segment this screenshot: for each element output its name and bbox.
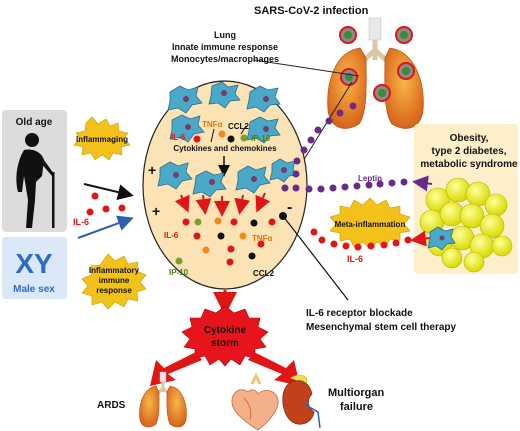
right-il6-label: IL-6 (347, 254, 363, 264)
plus-sign-1: + (148, 162, 156, 178)
left-il6-dots (86, 192, 126, 216)
right-il6-dots (310, 228, 412, 251)
lower-il6-label: IL-6 (164, 231, 179, 240)
multiorgan-line2: failure (340, 401, 373, 413)
zoom-line-bottom (299, 81, 353, 167)
plus-sign-2: + (152, 203, 160, 219)
tnfa-dot (218, 130, 226, 138)
inflammatory-line2: immune (99, 276, 130, 285)
minus-sign: - (287, 199, 292, 216)
xy-label: XY (15, 248, 53, 279)
male-sex-panel (2, 237, 67, 299)
center-line2: Innate immune response (172, 42, 278, 52)
left-il6-label: IL-6 (73, 217, 89, 227)
ards-lungs-illustration (139, 371, 187, 428)
male-sex-arrow (77, 215, 134, 239)
virus-particles (339, 26, 415, 102)
heart-illustration (231, 372, 279, 431)
il6-dot (193, 135, 201, 143)
cytokines-label: Cytokines and chemokines (173, 144, 277, 153)
ip10-dot (240, 134, 248, 142)
meta-inflammation-label: Meta-inflammation (335, 220, 406, 229)
leptin-label: Leptin (358, 174, 382, 183)
inflammatory-line1: Inflammatory (89, 266, 140, 275)
old-age-label: Old age (16, 117, 53, 128)
upper-il6-label: IL-6 (171, 133, 186, 142)
obesity-line2: type 2 diabetes, (431, 146, 506, 157)
ards-arrow (150, 352, 202, 386)
multiorgan-line1: Multiorgan (328, 387, 384, 399)
obesity-line1: Obesity, (450, 133, 489, 144)
adipose-tissue-cluster (419, 177, 513, 273)
storm-line1: Cytokine (204, 325, 247, 336)
therapy-line1: IL-6 receptor blockade (306, 308, 413, 319)
cell-nuclei-upper (183, 90, 269, 132)
inflammaging-burst (73, 116, 131, 161)
upper-arrow-1 (210, 128, 215, 143)
lower-tnfa-label: TNFα (252, 234, 273, 243)
title: SARS-CoV-2 infection (254, 5, 369, 17)
center-line3: Monocytes/macrophages (171, 54, 279, 64)
multiorgan-arrow (248, 352, 300, 386)
leptin-arrow (412, 175, 433, 192)
ards-label: ARDS (97, 400, 126, 411)
therapy-pointer-line (282, 215, 349, 301)
obesity-line3: metabolic syndrome (420, 159, 518, 170)
male-sex-label: Male sex (13, 284, 55, 295)
kidney-illustration (282, 374, 321, 429)
cytokine-release-arrows (174, 192, 271, 217)
adipose-macrophage (427, 226, 456, 251)
inflammaging-label: Inflammaging (76, 135, 128, 144)
right-il6-arrow (410, 230, 431, 247)
upper-ip10-label: IP-10 (251, 134, 271, 143)
elderly-person-icon (16, 133, 55, 228)
lower-ip10-label: IP-10 (169, 268, 189, 277)
cytokine-storm-burst (181, 305, 269, 367)
lower-ccl2-label: CCL2 (253, 269, 274, 278)
therapy-pointer-dot (279, 212, 287, 220)
released-cytokine-dots (175, 217, 276, 266)
inflammatory-line3: response (96, 286, 132, 295)
upper-arrow-2 (240, 125, 247, 135)
zoom-line-top (253, 59, 360, 77)
upper-ccl2-label: CCL2 (228, 122, 249, 131)
storm-line2: storm (211, 338, 239, 349)
therapy-line2: Mesenchymal stem cell therapy (306, 322, 457, 333)
cell-nuclei-middle (173, 167, 287, 185)
old-age-arrow (83, 183, 134, 200)
lung-immune-ellipse (142, 80, 308, 290)
upper-tnfa-label: TNFα (202, 120, 223, 129)
leptin-dots (281, 102, 408, 193)
ccl2-dot (227, 135, 235, 143)
inflammatory-response-burst (81, 253, 147, 310)
center-line1: Lung (214, 30, 236, 40)
infected-lungs-illustration (327, 17, 424, 129)
